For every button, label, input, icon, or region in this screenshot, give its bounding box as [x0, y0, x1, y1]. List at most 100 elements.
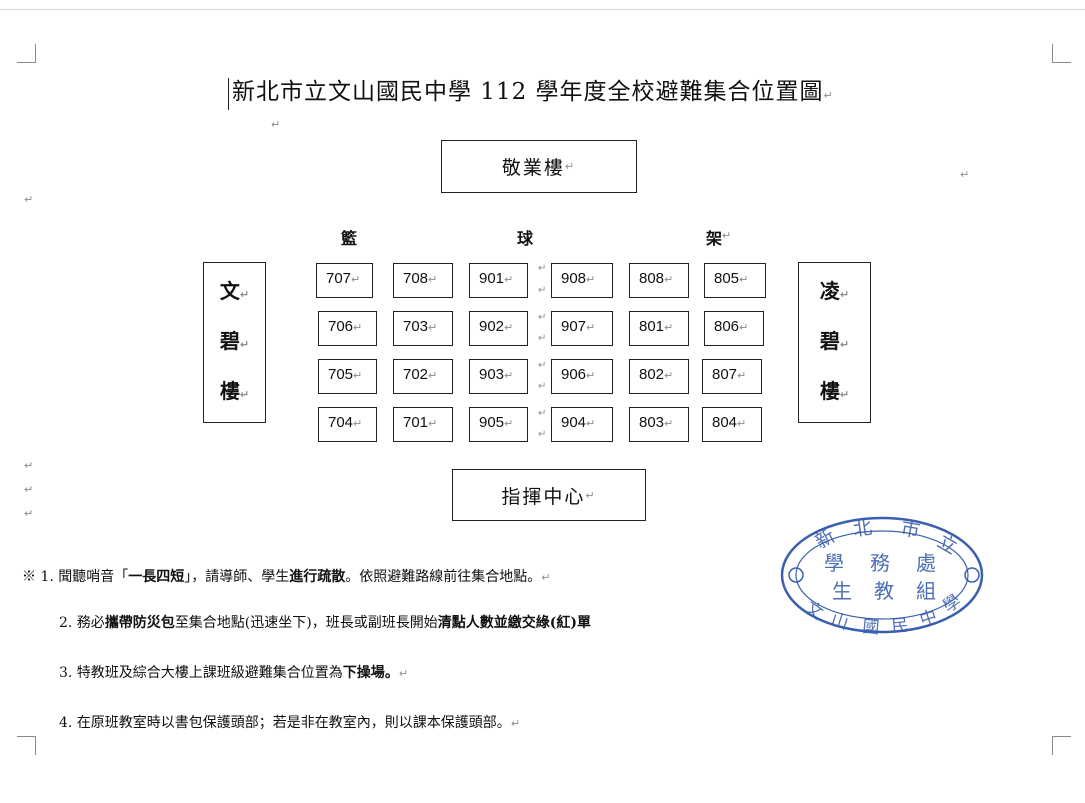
seal-char: 中 — [917, 606, 939, 630]
command-center: 指揮中心↵ — [452, 469, 646, 521]
class-number: 702 — [403, 366, 429, 383]
paragraph-mark: ↵ — [353, 369, 363, 382]
building-wenbi-char: 樓 — [219, 378, 240, 403]
note-3-text-a: 3. 特教班及綜合大樓上課班級避難集合位置為 — [59, 665, 343, 681]
paragraph-mark: ↵ — [664, 321, 674, 334]
seal-char: 立 — [934, 530, 961, 559]
paragraph-mark: ↵ — [586, 417, 596, 430]
class-box: 806↵ — [704, 311, 764, 346]
paragraph-mark: ↵ — [722, 229, 732, 242]
seal-char: 組 — [916, 579, 936, 603]
paragraph-mark: ↵ — [24, 507, 34, 520]
paragraph-mark: ↵ — [239, 287, 250, 301]
note-1-text-e: 。依照避難路線前往集合地點。 — [345, 569, 542, 585]
paragraph-mark: ↵ — [353, 417, 363, 430]
note-2-emphasis-kit: 攜帶防災包 — [104, 615, 175, 631]
class-number: 804 — [712, 414, 738, 431]
class-box: 702↵ — [393, 359, 453, 394]
paragraph-mark: ↵ — [538, 285, 547, 296]
note-2-text-a: 2. 務必 — [59, 615, 105, 631]
paragraph-mark: ↵ — [538, 333, 547, 344]
class-number: 801 — [639, 318, 665, 335]
class-number: 707 — [326, 270, 352, 287]
seal-char: 新 — [812, 525, 839, 554]
paragraph-mark: ↵ — [239, 337, 250, 351]
building-wenbi: 文↵ 碧↵ 樓↵ — [203, 262, 266, 423]
seal-char: 生 — [832, 579, 852, 603]
class-box: 803↵ — [629, 407, 689, 442]
seal-emblem-right — [964, 567, 980, 583]
class-number: 904 — [561, 414, 587, 431]
margin-corner-bottom-left — [17, 736, 36, 755]
paragraph-mark: ↵ — [239, 387, 250, 401]
seal-char: 北 — [852, 517, 874, 541]
paragraph-mark: ↵ — [24, 193, 34, 206]
class-box: 703↵ — [393, 311, 453, 346]
class-number: 701 — [403, 414, 429, 431]
class-box: 704↵ — [318, 407, 377, 442]
paragraph-mark: ↵ — [586, 369, 596, 382]
paragraph-mark: ↵ — [823, 89, 834, 102]
class-number: 903 — [479, 366, 505, 383]
building-jingye-label: 敬業樓 — [501, 157, 565, 179]
seal-char: 山 — [828, 610, 850, 634]
court-label-char-2: 球 — [517, 229, 534, 248]
paragraph-mark: ↵ — [739, 321, 749, 334]
building-wenbi-char: 文 — [219, 278, 240, 303]
note-3-text-c: 。 — [384, 665, 399, 681]
class-box: 804↵ — [702, 407, 762, 442]
margin-corner-bottom-right — [1052, 736, 1071, 755]
class-box: 901↵ — [469, 263, 528, 298]
paragraph-mark: ↵ — [24, 483, 34, 496]
command-center-label: 指揮中心 — [501, 485, 586, 508]
document-title[interactable]: 新北市立文山國民中學 112 學年度全校避難集合位置圖↵ — [228, 78, 834, 110]
note-1-emphasis-evacuate: 進行疏散 — [289, 569, 346, 585]
paragraph-mark: ↵ — [839, 387, 850, 401]
class-box: 805↵ — [704, 263, 766, 298]
class-box: 904↵ — [551, 407, 613, 442]
class-box: 907↵ — [551, 311, 613, 346]
note-2-text-c: 至集合地點(迅速坐下)，班長或副班長開始 — [174, 615, 438, 631]
paragraph-mark: ↵ — [737, 369, 747, 382]
class-number: 803 — [639, 414, 665, 431]
paragraph-mark: ↵ — [538, 381, 547, 392]
paragraph-mark: ↵ — [24, 459, 34, 472]
paragraph-mark: ↵ — [398, 667, 409, 680]
school-seal-stamp: 新 北 市 立 學 務 處 生 教 組 文 山 國 民 中 學 — [780, 517, 984, 638]
note-1-text-c: 」，請導師、學生 — [184, 569, 290, 585]
seal-emblem-left — [788, 567, 804, 583]
class-number: 906 — [561, 366, 587, 383]
paragraph-mark: ↵ — [504, 273, 514, 286]
class-box: 708↵ — [393, 263, 453, 298]
note-2: 2. 務必攜帶防災包至集合地點(迅速坐下)，班長或副班長開始清點人數並繳交綠(紅… — [59, 612, 591, 632]
paragraph-mark: ↵ — [504, 369, 514, 382]
paragraph-mark: ↵ — [960, 168, 970, 181]
paragraph-mark: ↵ — [839, 287, 850, 301]
class-number: 706 — [328, 318, 354, 335]
paragraph-mark: ↵ — [504, 321, 514, 334]
seal-inner-ring — [795, 530, 969, 620]
note-1: ※ 1. 聞聽哨音「一長四短」，請導師、學生進行疏散。依照避難路線前往集合地點。… — [22, 566, 550, 586]
margin-corner-top-left — [17, 44, 36, 63]
court-label-char-3: 架 — [706, 229, 723, 248]
building-lingbi-char: 碧 — [819, 328, 840, 353]
paragraph-mark: ↵ — [538, 429, 547, 440]
class-box: 707↵ — [316, 263, 373, 298]
seal-char: 國 — [862, 617, 881, 638]
note-1-emphasis-signal: 一長四短 — [128, 569, 185, 585]
class-number: 703 — [403, 318, 429, 335]
paragraph-mark: ↵ — [428, 417, 438, 430]
seal-char: 民 — [891, 616, 910, 637]
class-box: 807↵ — [702, 359, 762, 394]
paragraph-mark: ↵ — [739, 273, 749, 286]
class-box: 802↵ — [629, 359, 689, 394]
class-number: 705 — [328, 366, 354, 383]
paragraph-mark: ↵ — [664, 417, 674, 430]
margin-corner-top-right — [1052, 44, 1071, 63]
class-box: 905↵ — [469, 407, 528, 442]
paragraph-mark: ↵ — [428, 273, 438, 286]
class-number: 905 — [479, 414, 505, 431]
paragraph-mark: ↵ — [564, 160, 577, 173]
building-lingbi-char: 樓 — [819, 378, 840, 403]
paragraph-mark: ↵ — [538, 312, 547, 323]
